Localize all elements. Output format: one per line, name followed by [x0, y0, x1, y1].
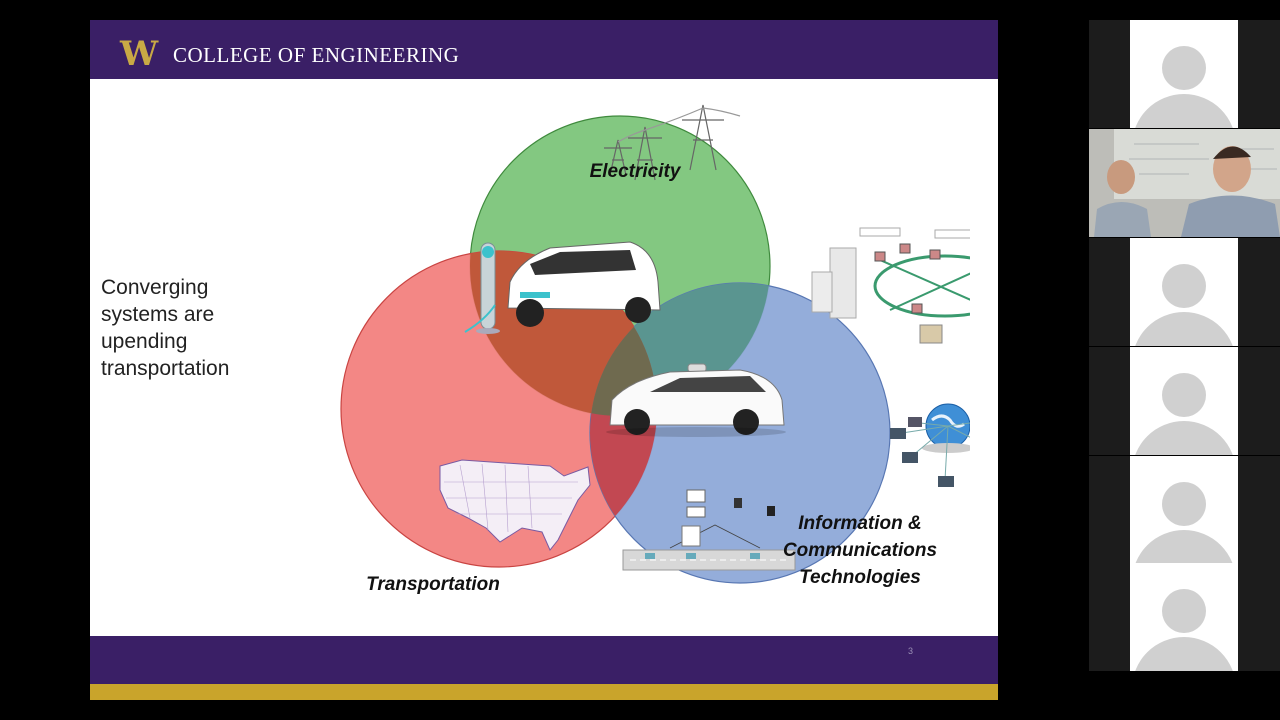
avatar-body-icon [1132, 530, 1236, 564]
autonomous-car-icon [606, 363, 786, 437]
avatar [1130, 347, 1238, 455]
avatar [1130, 563, 1238, 671]
participant-tile[interactable] [1089, 563, 1280, 671]
body-text-line: systems are [101, 303, 215, 326]
ict-label-line: Communications [782, 540, 938, 561]
venn-diagram [340, 104, 970, 584]
power-tower-icon [604, 104, 741, 181]
uw-logo: W [120, 34, 158, 74]
ict-label-line: Information & [798, 513, 922, 534]
participant-tile[interactable] [1089, 20, 1280, 128]
slide-body-text: Converging systems are upending transpor… [101, 274, 301, 382]
avatar-head-icon [1162, 373, 1206, 417]
body-text-line: Converging [101, 276, 209, 299]
venn-label-transportation: Transportation [366, 574, 500, 595]
venn-label-electricity: Electricity [589, 161, 681, 182]
ict-label-line: Technologies [799, 567, 921, 588]
ev-charging-car-icon [464, 241, 661, 334]
vehicle-communication-diagram [622, 489, 796, 571]
body-text-line: upending [101, 330, 188, 353]
avatar-head-icon [1162, 589, 1206, 633]
avatar-body-icon [1132, 637, 1236, 671]
slide-footer-gold-bar [90, 684, 998, 700]
slide-page-number: 3 [908, 646, 914, 656]
avatar-body-icon [1132, 312, 1236, 346]
college-title: COLLEGE OF ENGINEERING [173, 43, 460, 67]
participant-video [1089, 129, 1280, 237]
participant-video-tile[interactable] [1089, 129, 1280, 237]
participant-tile[interactable] [1089, 238, 1280, 346]
participant-tile[interactable] [1089, 347, 1280, 455]
participant-tile[interactable] [1089, 456, 1280, 564]
avatar-head-icon [1162, 482, 1206, 526]
overlap-electricity-ict [590, 283, 770, 416]
us-map-icon [439, 459, 591, 551]
avatar-head-icon [1162, 264, 1206, 308]
avatar [1130, 20, 1238, 128]
avatar-body-icon [1132, 421, 1236, 455]
smart-grid-icon [811, 227, 970, 344]
avatar-body-icon [1132, 94, 1236, 128]
presentation-slide: W COLLEGE OF ENGINEERING Converging syst… [90, 20, 998, 700]
globe-network-icon [890, 403, 970, 487]
venn-label-ict: Information & Communications Technologie… [770, 510, 950, 591]
avatar [1130, 456, 1238, 564]
avatar-head-icon [1162, 46, 1206, 90]
avatar [1130, 238, 1238, 346]
participants-panel [1089, 20, 1280, 671]
slide-header: W COLLEGE OF ENGINEERING [90, 20, 998, 79]
slide-footer [90, 636, 998, 684]
body-text-line: transportation [101, 357, 230, 380]
